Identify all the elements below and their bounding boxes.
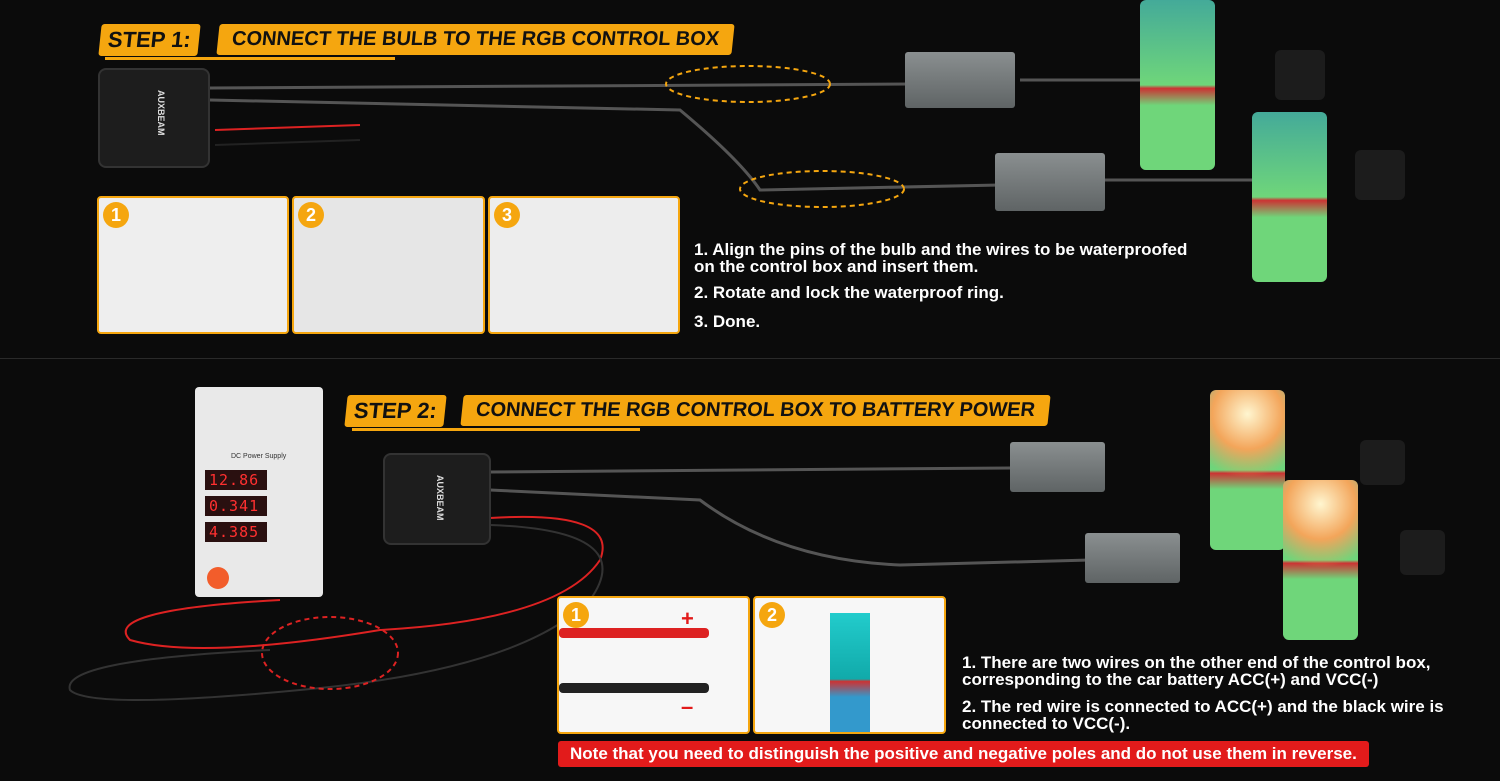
current-readout: 0.341 [205, 496, 267, 516]
led-driver [995, 153, 1105, 211]
step1-panel-3: 3 [488, 196, 680, 334]
panel-number: 1 [103, 202, 129, 228]
power-supply-label: DC Power Supply [231, 453, 287, 460]
step1-instructions: 1. Align the pins of the bulb and the wi… [694, 241, 1187, 330]
red-clip [559, 628, 709, 638]
instruction-line: 2. The red wire is connected to ACC(+) a… [962, 697, 1444, 716]
connector-highlight [665, 65, 831, 103]
led-bulb [1252, 112, 1327, 282]
blue-bulb [830, 613, 870, 732]
step1-underline [105, 57, 395, 60]
led-driver [1010, 442, 1105, 492]
clip-highlight [261, 616, 399, 690]
step2-instructions: 1. There are two wires on the other end … [962, 654, 1444, 732]
power-readout: 4.385 [205, 522, 267, 542]
instruction-line: 2. Rotate and lock the waterproof ring. [694, 283, 1004, 302]
step1-wiring-illustration [209, 50, 1405, 208]
power-button [207, 567, 229, 589]
step2-wiring-illustration [68, 440, 1445, 701]
led-bulb [1140, 0, 1215, 170]
instruction-line: 3. Done. [694, 312, 761, 331]
control-box-brand: AUXBEAM [156, 90, 166, 136]
instruction-line: corresponding to the car battery ACC(+) … [962, 670, 1379, 689]
step2-panel-1: 1 + – [557, 596, 750, 734]
panel-number: 2 [759, 602, 785, 628]
step2-panel-2: 2 [753, 596, 946, 734]
led-bulb-lit [1210, 390, 1285, 550]
step1-panel-2: 2 [292, 196, 485, 334]
voltage-readout: 12.86 [205, 470, 267, 490]
step2-underline [352, 428, 640, 431]
dc-power-supply: DC Power Supply 12.86 0.341 4.385 [195, 387, 323, 597]
control-box-brand: AUXBEAM [435, 475, 445, 521]
polarity-warning: Note that you need to distinguish the po… [558, 741, 1369, 767]
instruction-line: 1. There are two wires on the other end … [962, 653, 1431, 672]
led-bulb-lit [1283, 480, 1358, 640]
instruction-line: on the control box and insert them. [694, 257, 979, 276]
step1-panel-1: 1 [97, 196, 289, 334]
control-box: AUXBEAM [383, 453, 491, 545]
positive-sign: + [681, 606, 694, 631]
section-divider [0, 358, 1500, 359]
instruction-line: connected to VCC(-). [962, 714, 1131, 733]
black-clip [559, 683, 709, 693]
panel-number: 1 [563, 602, 589, 628]
instruction-line: 1. Align the pins of the bulb and the wi… [694, 240, 1188, 259]
panel-number: 2 [298, 202, 324, 228]
led-driver [905, 52, 1015, 108]
connector-highlight [739, 170, 905, 208]
negative-sign: – [681, 694, 694, 719]
panel-number: 3 [494, 202, 520, 228]
control-box: AUXBEAM [98, 68, 210, 168]
led-driver [1085, 533, 1180, 583]
